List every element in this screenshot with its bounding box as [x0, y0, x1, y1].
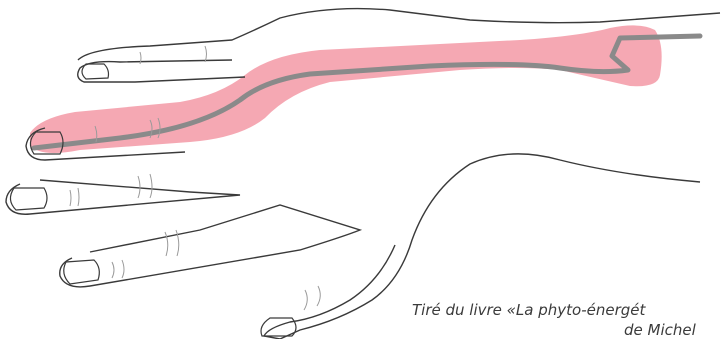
ring-finger-nail — [64, 260, 100, 284]
caption-line-1: Tiré du livre «La phyto-énergét — [412, 300, 727, 320]
meridian-band — [30, 25, 662, 153]
ring-finger-outline — [60, 205, 360, 287]
little-finger-nail — [82, 64, 109, 79]
caption-line-2: de Michel — [412, 320, 727, 339]
figure-caption: Tiré du livre «La phyto-énergét de Miche… — [412, 300, 727, 339]
middle-finger-outline — [6, 180, 240, 214]
middle-finger-nail — [10, 188, 47, 210]
